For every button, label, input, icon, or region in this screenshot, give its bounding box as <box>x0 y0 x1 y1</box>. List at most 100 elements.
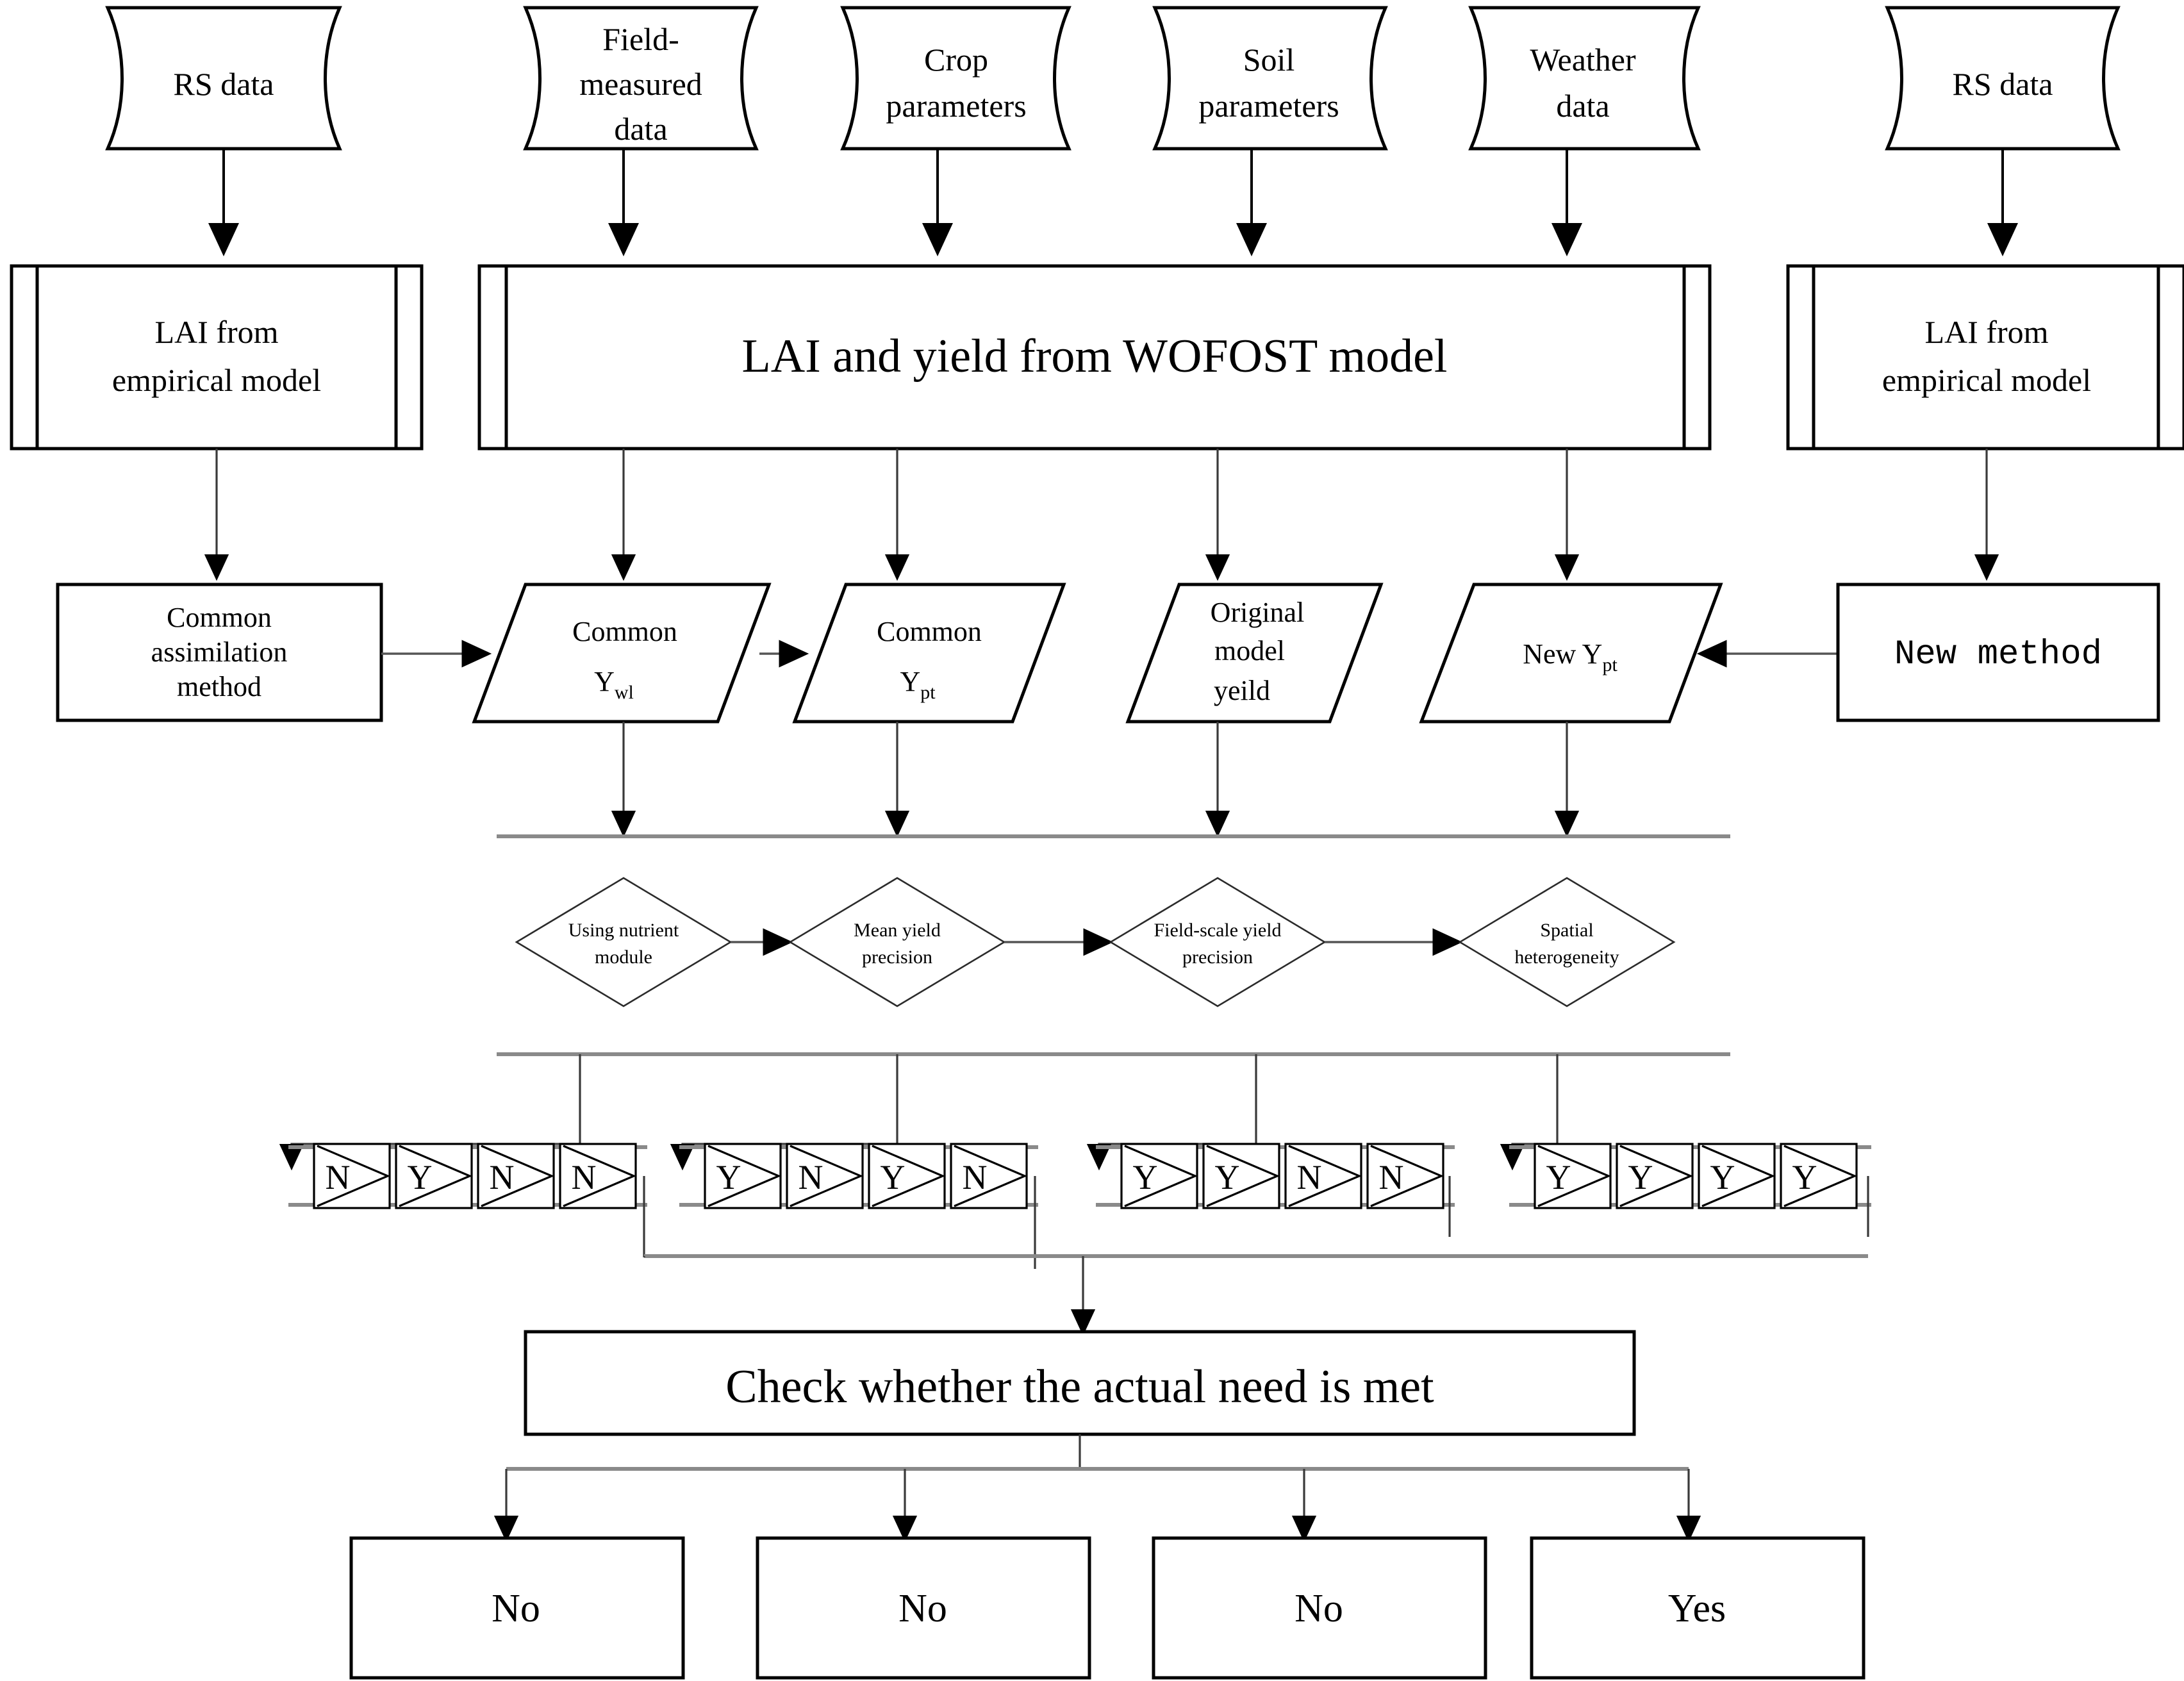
answer-cell: Y <box>395 1143 473 1209</box>
answer-cell: Y <box>1698 1143 1776 1209</box>
result-label: Yes <box>1668 1587 1726 1630</box>
process-label: empirical model <box>1882 362 2091 398</box>
data-store-label: data <box>1556 88 1609 124</box>
output-symbol: New Ypt <box>1523 638 1617 675</box>
answer-letter: Y <box>1710 1158 1735 1197</box>
answer-group-2: Y N Y N <box>679 1143 1038 1209</box>
check-actual-need-box: Check whether the actual need is met <box>524 1330 1636 1436</box>
process-label: LAI from <box>1925 314 2049 350</box>
answer-letter: Y <box>1133 1158 1158 1197</box>
answer-letter: N <box>1297 1158 1322 1197</box>
data-store-field-measured-data: Field- measured data <box>523 6 759 151</box>
answer-cell: N <box>786 1143 864 1209</box>
decision-label: precision <box>862 947 932 968</box>
answer-letter: N <box>326 1158 351 1197</box>
data-store-label: measured <box>579 66 702 102</box>
answer-cell: N <box>559 1143 637 1209</box>
result-label: No <box>898 1587 947 1630</box>
answer-letter: Y <box>1215 1158 1240 1197</box>
output-label: yeild <box>1214 675 1270 706</box>
data-store-rs-data-left: RS data <box>105 6 342 151</box>
decision-label: Field-scale yield <box>1154 920 1281 941</box>
answer-cell: Y <box>1120 1143 1198 1209</box>
answer-cell: N <box>313 1143 391 1209</box>
process-label: LAI from <box>155 314 279 350</box>
data-store-label: RS data <box>174 66 274 102</box>
output-common-ypt: Common Ypt <box>792 583 1066 724</box>
decision-field-scale-yield-precision: Field-scale yield precision <box>1109 877 1327 1007</box>
result-label: No <box>1295 1587 1343 1630</box>
answer-cell: Y <box>868 1143 946 1209</box>
process-label: LAI and yield from WOFOST model <box>742 330 1448 383</box>
output-symbol: Ywl <box>594 666 634 703</box>
answer-letter: N <box>490 1158 515 1197</box>
data-store-label: Weather <box>1530 42 1636 78</box>
data-store-label: parameters <box>1198 88 1339 124</box>
answer-letter: Y <box>1546 1158 1571 1197</box>
method-label: assimilation <box>151 636 288 668</box>
method-label: Common <box>167 602 272 633</box>
process-lai-empirical-left: LAI from empirical model <box>10 264 424 451</box>
method-label: New method <box>1894 635 2102 674</box>
output-label: model <box>1214 635 1285 667</box>
data-store-label: Crop <box>924 42 988 78</box>
answer-letter: Y <box>881 1158 906 1197</box>
result-box-1: No <box>349 1536 685 1680</box>
result-box-4: Yes <box>1530 1536 1866 1680</box>
check-label: Check whether the actual need is met <box>725 1361 1434 1413</box>
result-box-3: No <box>1152 1536 1487 1680</box>
output-new-ypt: New Ypt <box>1419 583 1723 724</box>
decision-label: Mean yield <box>854 920 941 941</box>
decision-label: Using nutrient <box>568 920 679 941</box>
data-store-label: data <box>614 111 667 147</box>
answer-group-1: N Y N N <box>288 1143 647 1209</box>
answer-cell: Y <box>1780 1143 1858 1209</box>
output-original-model-yeild: Original model yeild <box>1125 583 1384 724</box>
answer-cell: N <box>477 1143 555 1209</box>
output-common-ywl: Common Ywl <box>472 583 772 724</box>
answer-letter: N <box>963 1158 988 1197</box>
output-symbol: Ypt <box>900 666 936 703</box>
decision-using-nutrient-module: Using nutrient module <box>515 877 732 1007</box>
answer-group-4: Y Y Y Y <box>1509 1143 1871 1209</box>
data-store-crop-parameters: Crop parameters <box>840 6 1071 151</box>
decision-label: heterogeneity <box>1514 947 1619 968</box>
data-store-label: RS data <box>1953 66 2053 102</box>
method-new-method: New method <box>1836 583 2160 722</box>
data-store-label: Soil <box>1243 42 1295 78</box>
answer-letter: Y <box>1628 1158 1653 1197</box>
output-label: Common <box>572 616 677 647</box>
process-wofost-model: LAI and yield from WOFOST model <box>477 264 1712 451</box>
result-label: No <box>492 1587 540 1630</box>
answer-cell: Y <box>1616 1143 1694 1209</box>
data-store-soil-parameters: Soil parameters <box>1152 6 1388 151</box>
answer-cell: Y <box>1202 1143 1280 1209</box>
answer-cell: N <box>950 1143 1028 1209</box>
data-store-weather-data: Weather data <box>1468 6 1701 151</box>
output-label: Common <box>877 616 982 647</box>
decision-spatial-heterogeneity: Spatial heterogeneity <box>1458 877 1676 1007</box>
answer-letter: Y <box>716 1158 741 1197</box>
result-box-2: No <box>756 1536 1091 1680</box>
process-lai-empirical-right: LAI from empirical model <box>1786 264 2184 451</box>
answer-letter: Y <box>408 1158 433 1197</box>
process-label: empirical model <box>112 362 321 398</box>
decision-mean-yield-precision: Mean yield precision <box>788 877 1006 1007</box>
data-store-label: Field- <box>602 21 679 57</box>
data-store-label: parameters <box>886 88 1026 124</box>
answer-letter: N <box>798 1158 823 1197</box>
data-store-rs-data-right: RS data <box>1885 6 2121 151</box>
answer-letter: N <box>572 1158 597 1197</box>
answer-cell: N <box>1284 1143 1362 1209</box>
answer-cell: Y <box>704 1143 782 1209</box>
answer-group-3: Y Y N N <box>1096 1143 1455 1209</box>
method-label: method <box>177 671 261 702</box>
decision-label: precision <box>1182 947 1253 968</box>
answer-cell: N <box>1366 1143 1444 1209</box>
answer-cell: Y <box>1534 1143 1612 1209</box>
answer-letter: N <box>1379 1158 1404 1197</box>
answer-letter: Y <box>1792 1158 1817 1197</box>
method-common-assimilation: Common assimilation method <box>56 583 383 722</box>
